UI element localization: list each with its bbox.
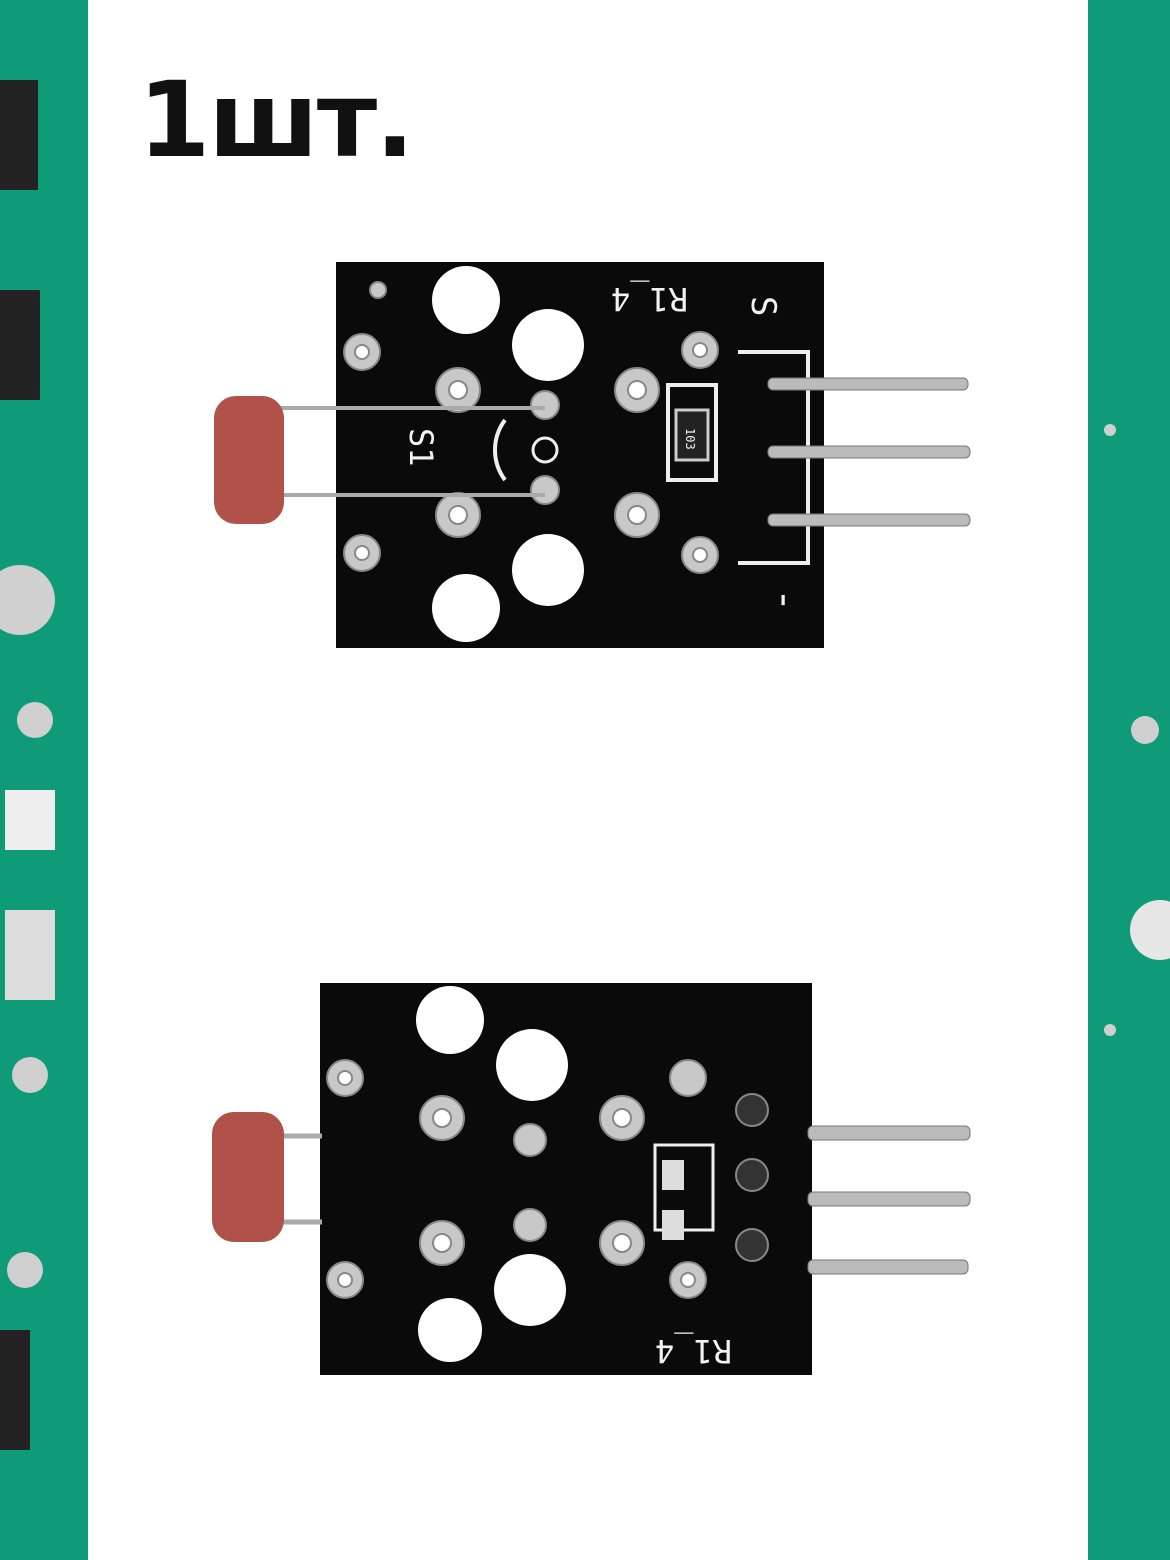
top-sensor-board: 103 S - R1_4 S1 [214,262,971,648]
bottom-sensor-board: R1_4 [212,983,971,1375]
strip-components [0,80,1170,1450]
signal-pin-label: S [743,296,783,316]
photoresistor [214,396,284,524]
sensor-label: S1 [402,428,440,467]
resistor-label: R1_4 [611,280,688,318]
ground-pin-label: - [762,588,808,612]
right-pcb-strip [1088,0,1170,1560]
smd-code: 103 [683,428,697,450]
bottom-resistor-label: R1_4 [655,1332,732,1370]
left-pcb-strip [0,0,88,1560]
bottom-photoresistor [212,1112,284,1242]
quantity-label: 1шт. [138,59,415,181]
